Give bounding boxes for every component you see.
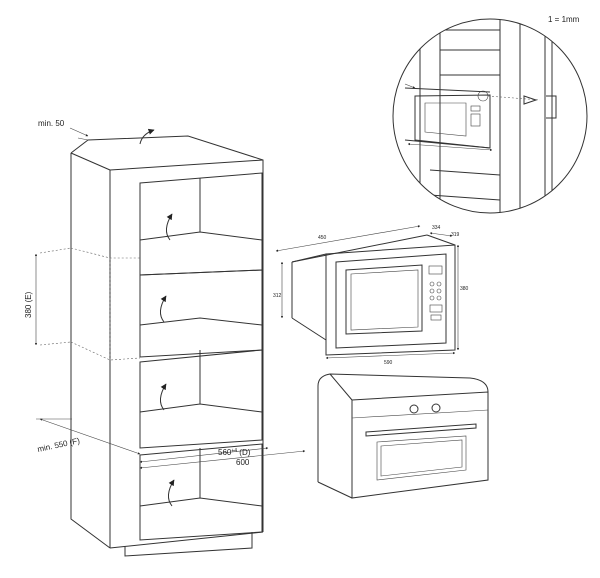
magnifier-inset (392, 18, 588, 214)
airflow-arrow-icon (166, 213, 173, 241)
niche-height-label: 380 (E) (24, 291, 33, 318)
scale-note: 1 = 1mm (548, 15, 580, 24)
outer-width-label: 600 (236, 458, 250, 467)
airflow-arrow-icon (168, 479, 175, 507)
mw-depth: 334 (432, 225, 441, 231)
airflow-arrow-icon (160, 383, 167, 411)
airflow-arrow-icon (139, 128, 155, 145)
microwave-frame: 450 334 319 380 312 590 (273, 225, 469, 366)
cabinet (39, 128, 264, 557)
mw-bottom-width: 590 (384, 360, 393, 366)
mw-height-frame: 380 (460, 286, 469, 292)
min-top-gap-label: min. 50 (38, 119, 65, 128)
inner-width-label: 560+4 (D) (218, 448, 251, 457)
mw-height-body: 312 (273, 293, 282, 299)
mw-width-top: 450 (318, 235, 327, 241)
airflow-arrow-icon (160, 295, 167, 323)
mw-side-offset: 319 (451, 232, 460, 238)
min-depth-label: min. 550 (F) (37, 436, 81, 454)
oven-appliance (317, 373, 489, 499)
